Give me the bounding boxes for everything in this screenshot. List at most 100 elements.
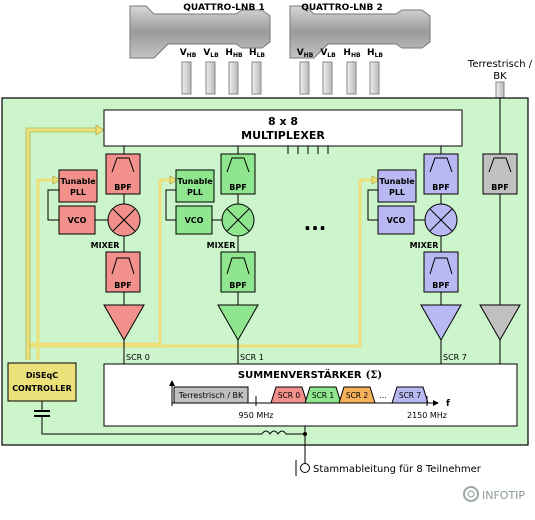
bus-arrow-pll-2 bbox=[169, 175, 178, 185]
lnb-2-port-label-2: VLB bbox=[320, 48, 336, 59]
bpf-icon bbox=[226, 157, 250, 173]
multiplexer-label-2: MULTIPLEXER bbox=[241, 129, 325, 142]
pll-label-2: PLL bbox=[187, 188, 203, 197]
scr-label-scr1: SCR 1 bbox=[240, 353, 264, 362]
terrestrial-label-2: BK bbox=[493, 71, 507, 82]
bpf-output-scr7 bbox=[423, 251, 459, 293]
bpf-icon bbox=[429, 157, 453, 173]
vco-label: VCO bbox=[387, 216, 406, 225]
bpf-input-scr7 bbox=[423, 153, 459, 195]
lnb-1: QUATTRO-LNB 1 VHB VLB HHB HLB bbox=[129, 3, 271, 95]
band-gap-ellipsis: ... bbox=[379, 391, 387, 400]
bus-arrow-pll-8 bbox=[371, 175, 380, 185]
band-terrestrial-label: Terrestrisch / BK bbox=[178, 391, 244, 400]
lnb-1-body bbox=[129, 5, 271, 59]
lnb-2-port-4 bbox=[369, 61, 380, 95]
lnb-1-port-2 bbox=[205, 61, 216, 95]
control-bus-outline bbox=[25, 127, 98, 360]
output-junction bbox=[303, 432, 307, 436]
channel-scr0: BPF Tunable PLL VCO MIXER BPF SCR 0 bbox=[47, 146, 150, 364]
pll-label-2: PLL bbox=[70, 188, 86, 197]
band-scr2 bbox=[338, 386, 376, 404]
frequency-low-label: 950 MHz bbox=[239, 411, 274, 420]
bpf-label: BPF bbox=[114, 183, 131, 192]
output-label: Stammableitung für 8 Teilnehmer bbox=[313, 464, 482, 475]
pll-label-1: Tunable bbox=[379, 177, 415, 186]
channel-scr7: BPF Tunable PLL VCO MIXER BPF SCR 7 bbox=[367, 146, 467, 364]
lnb-2-port-label-1: VHB bbox=[297, 48, 314, 59]
amplifier-scr7 bbox=[420, 304, 462, 342]
lnb-1-port-1 bbox=[181, 61, 192, 95]
lnb-1-port-3 bbox=[228, 61, 239, 95]
pll-label-1: Tunable bbox=[60, 177, 96, 186]
scr-label-scr0: SCR 0 bbox=[126, 353, 150, 362]
amplifier-scr1 bbox=[217, 304, 259, 342]
pll-label-2: PLL bbox=[389, 188, 405, 197]
lnb-1-port-label-2: VLB bbox=[203, 48, 219, 59]
bpf-terrestrial bbox=[482, 153, 518, 195]
bpf-icon bbox=[226, 257, 250, 275]
lnb-1-port-4 bbox=[251, 61, 262, 95]
infotip-logo-icon bbox=[463, 486, 479, 502]
mixer-label: MIXER bbox=[91, 241, 120, 250]
scr-label-scr7: SCR 7 bbox=[443, 353, 467, 362]
lnb-2-port-3 bbox=[346, 61, 357, 95]
amplifier-scr0 bbox=[103, 304, 145, 342]
bus-arrow-multiplexer bbox=[95, 124, 105, 136]
bus-arrow-pll-1 bbox=[52, 175, 61, 185]
pll-scr7 bbox=[377, 169, 417, 203]
lnb-2-port-label-4: HLB bbox=[367, 48, 383, 59]
frequency-high-label: 2150 MHz bbox=[407, 411, 447, 420]
terrestrial-label-1: Terrestrisch / bbox=[467, 59, 533, 70]
bpf-icon bbox=[111, 157, 135, 173]
summing-title: SUMMENVERSTÄRKER(Σ) bbox=[238, 367, 382, 381]
terrestrial-path: BPF bbox=[479, 98, 521, 370]
multiplexer-label-1: 8 x 8 bbox=[268, 115, 298, 128]
band-scr0 bbox=[270, 386, 308, 404]
frequency-axis-label: f bbox=[446, 399, 450, 409]
brand-label: INFOTIP bbox=[482, 489, 525, 502]
bpf-label: BPF bbox=[229, 281, 246, 290]
multiplexer-outputs bbox=[287, 146, 329, 154]
pll-label-1: Tunable bbox=[177, 177, 213, 186]
inductor-icon bbox=[261, 430, 305, 435]
lnb-2-port-label-3: HHB bbox=[343, 48, 361, 59]
band-terrestrial bbox=[173, 386, 249, 404]
bpf-label: BPF bbox=[229, 183, 246, 192]
pll-scr1 bbox=[175, 169, 215, 203]
band-scr0-label: SCR 0 bbox=[278, 391, 301, 400]
band-scr1-label: SCR 1 bbox=[312, 391, 335, 400]
lnb-1-port-label-1: VHB bbox=[180, 48, 197, 59]
diseqc-controller bbox=[7, 362, 77, 402]
bpf-icon bbox=[429, 257, 453, 275]
mixer-label: MIXER bbox=[410, 241, 439, 250]
bpf-input-scr0 bbox=[105, 153, 141, 195]
bpf-output-scr1 bbox=[220, 251, 256, 293]
lnb-1-port-label-4: HLB bbox=[249, 48, 265, 59]
lnb-2-body bbox=[289, 5, 431, 59]
amplifier-terrestrial bbox=[479, 304, 521, 342]
pll-scr0 bbox=[58, 169, 98, 203]
lnb-2-title: QUATTRO-LNB 2 bbox=[301, 3, 382, 13]
spectrum: f Terrestrisch / BK SCR 0 SCR 1 SCR 2 ..… bbox=[169, 380, 450, 420]
bpf-icon bbox=[111, 257, 135, 275]
output-connector-icon bbox=[300, 463, 310, 473]
multiplexer bbox=[103, 109, 463, 147]
mixer-label: MIXER bbox=[207, 241, 236, 250]
more-channels-ellipsis: ... bbox=[304, 211, 327, 235]
diseqc-label-2: CONTROLLER bbox=[12, 384, 72, 393]
lnb-1-title: QUATTRO-LNB 1 bbox=[183, 3, 264, 13]
bpf-label: BPF bbox=[432, 281, 449, 290]
lnb-2: QUATTRO-LNB 2 VHB VLB HHB HLB bbox=[289, 3, 431, 95]
lnb-2-port-1 bbox=[299, 61, 310, 95]
vco-label: VCO bbox=[68, 216, 87, 225]
vco-label: VCO bbox=[185, 216, 204, 225]
control-bus bbox=[26, 128, 374, 360]
bpf-icon bbox=[488, 157, 512, 173]
band-scr7 bbox=[391, 386, 429, 404]
channel-scr1: BPF Tunable PLL VCO MIXER BPF SCR 1 bbox=[165, 146, 264, 364]
band-scr2-label: SCR 2 bbox=[346, 391, 369, 400]
band-scr7-label: SCR 7 bbox=[399, 391, 422, 400]
vco-scr1 bbox=[175, 205, 213, 235]
